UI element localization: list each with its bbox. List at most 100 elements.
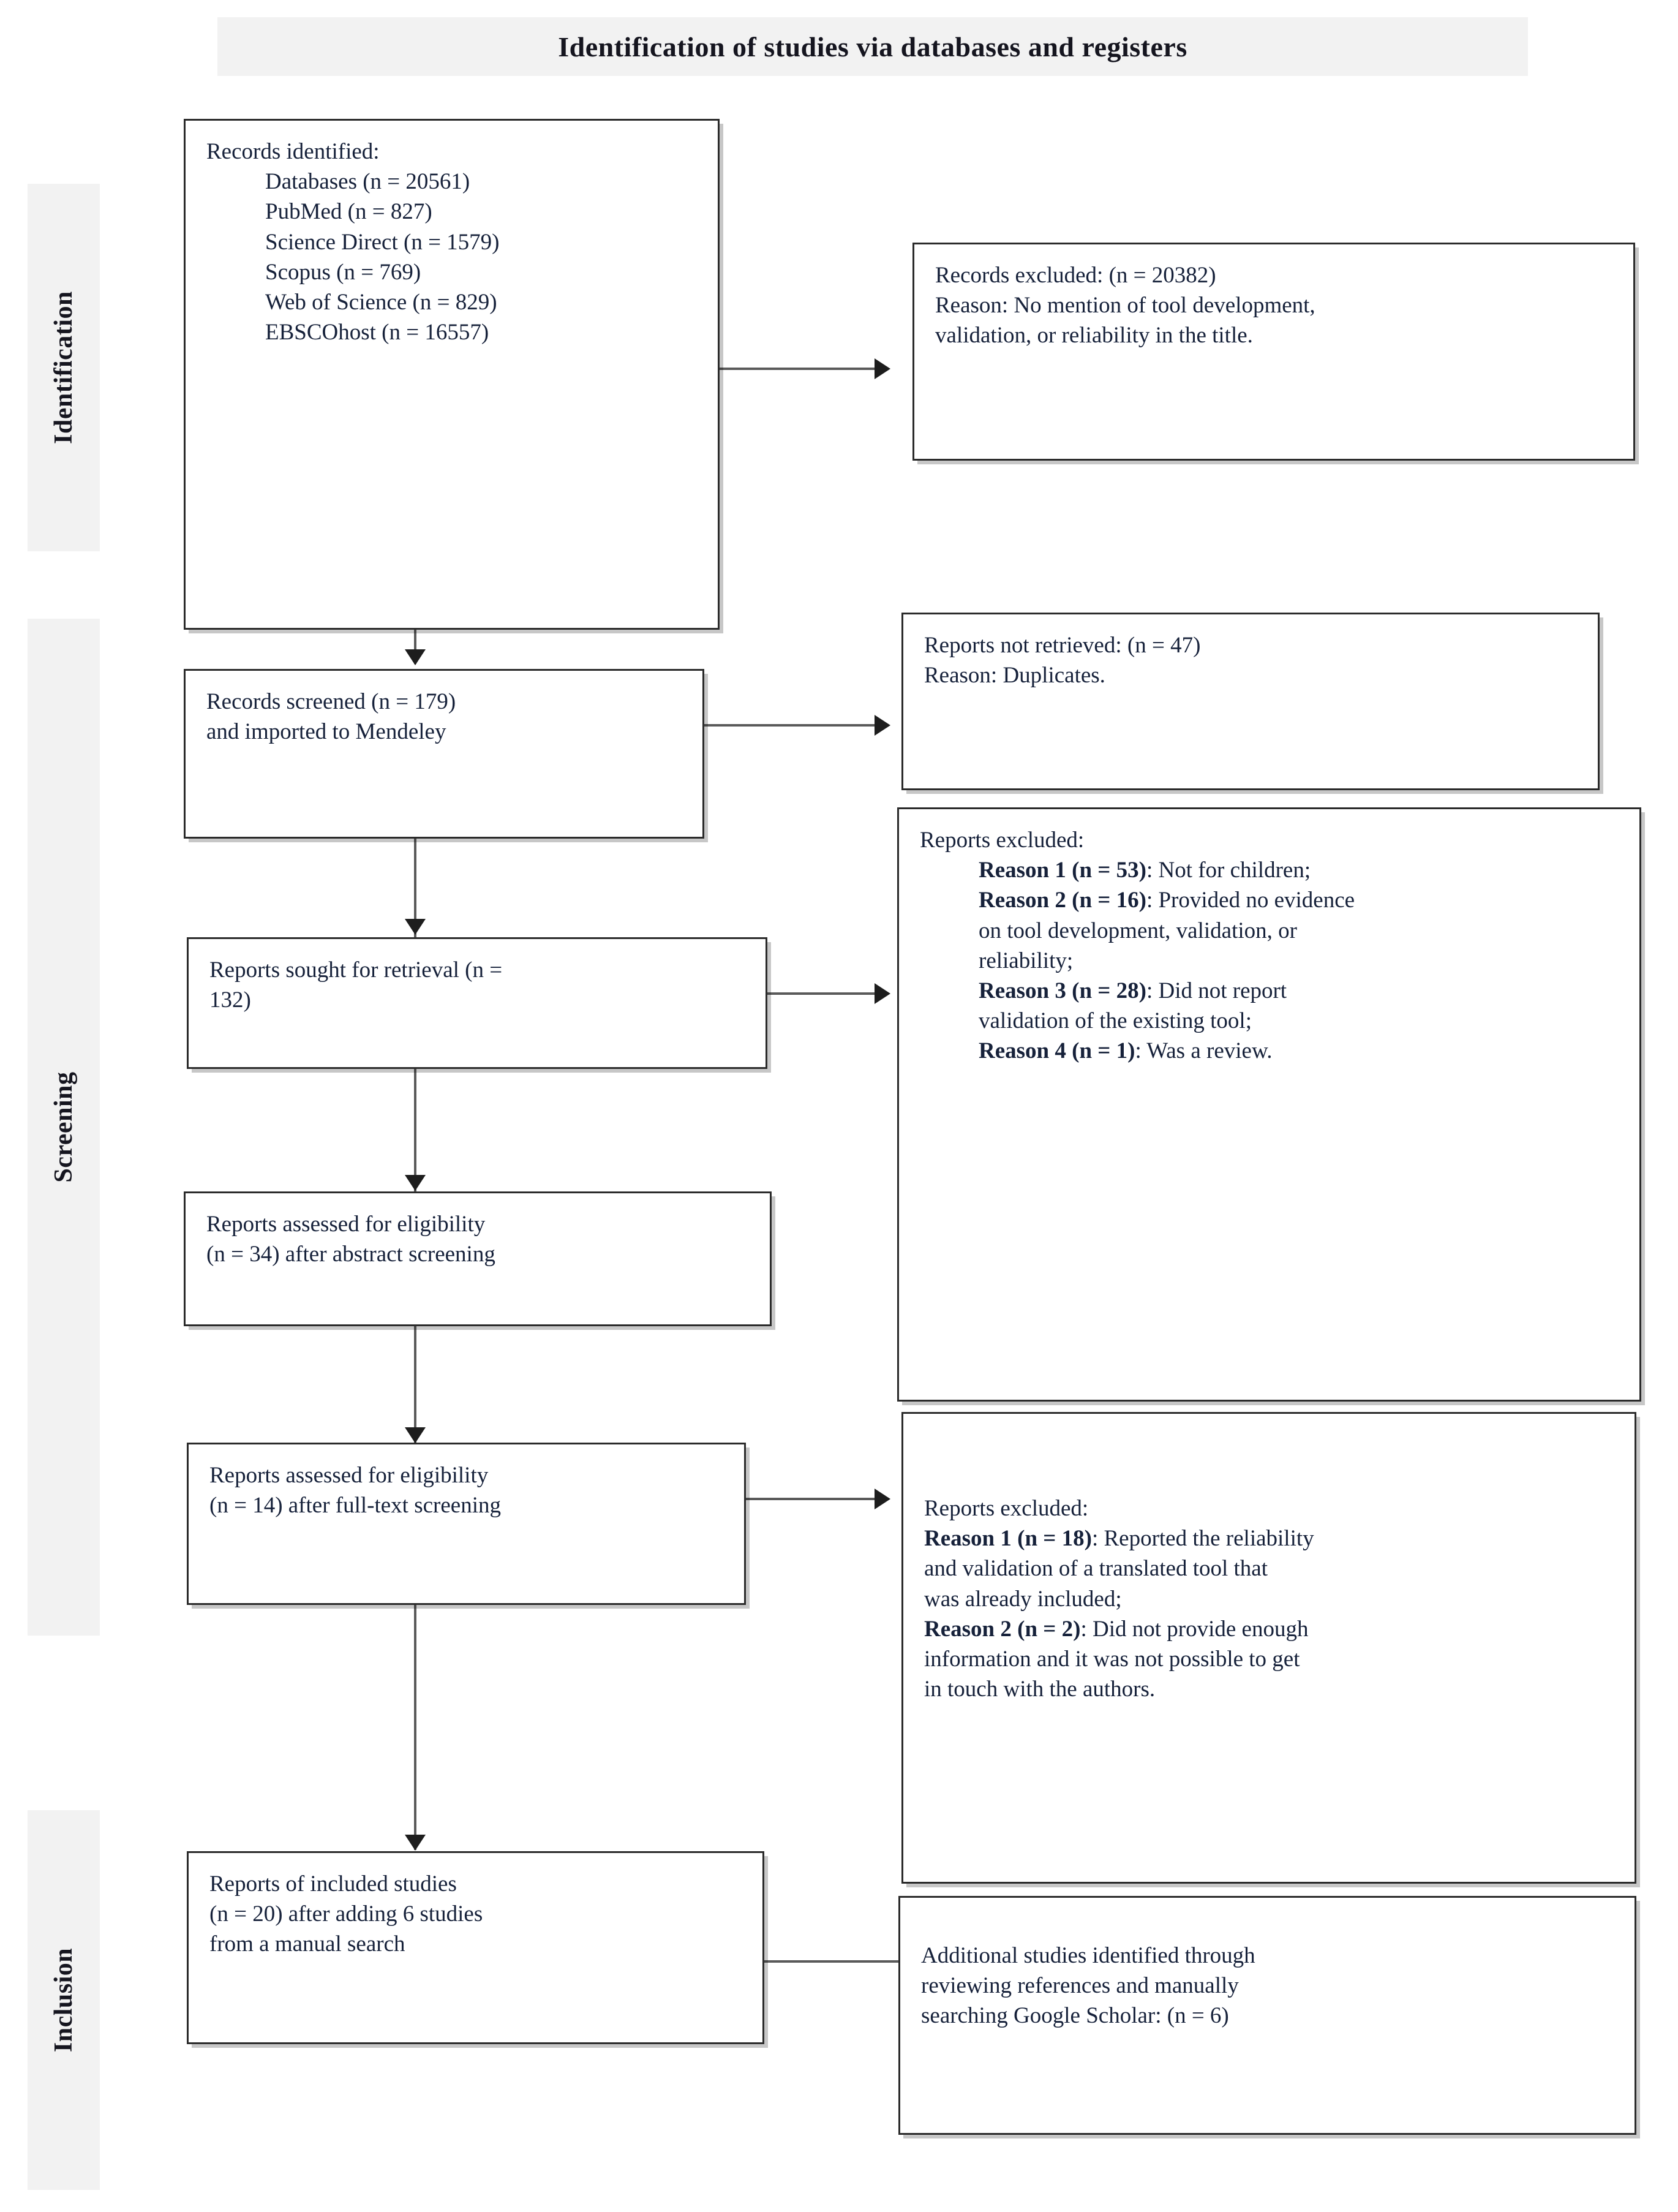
records-identified-text: Records identified: Databases (n = 20561…	[206, 137, 705, 347]
box-reports-assessed-abstract[interactable]: Reports assessed for eligibility (n = 34…	[184, 1191, 772, 1326]
box-reports-not-retrieved[interactable]: Reports not retrieved: (n = 47) Reason: …	[901, 613, 1600, 790]
line-bold: Reason 1 (n = 18)	[924, 1526, 1092, 1552]
line: EBSCOhost (n = 16557)	[265, 320, 489, 345]
line: validation of the existing tool;	[979, 1008, 1252, 1034]
line: Science Direct (n = 1579)	[265, 229, 500, 255]
reports-included-text: Reports of included studies (n = 20) aft…	[209, 1869, 750, 1960]
line: information and it was not possible to g…	[924, 1647, 1300, 1672]
line: and imported to Mendeley	[206, 719, 446, 745]
diagram-title-banner: Identification of studies via databases …	[217, 17, 1528, 76]
arrow-to-reports-assessed-fulltext	[405, 1427, 426, 1443]
line: Reports sought for retrieval (n =	[209, 957, 503, 983]
line: Reason 1 (n = 53): Not for children;	[920, 855, 1627, 885]
additional-studies-text: Additional studies identified through re…	[921, 1941, 1622, 2031]
line: Databases (n = 20561)	[265, 169, 470, 195]
arrow-to-reports-excluded-screening	[875, 983, 890, 1004]
line: 132)	[209, 987, 251, 1013]
arrow-to-reports-excluded-fulltext	[875, 1489, 890, 1509]
stage-label-screening: Screening	[50, 1071, 78, 1183]
line-rest: : Reported the reliability	[1091, 1526, 1314, 1552]
line: Web of Science (n = 829)	[265, 290, 497, 315]
line: Reason 3 (n = 28): Did not report	[920, 976, 1627, 1006]
line-rest: : Not for children;	[1146, 858, 1311, 883]
line: Reports not retrieved: (n = 47)	[924, 633, 1201, 658]
box-records-excluded[interactable]: Records excluded: (n = 20382) Reason: No…	[912, 243, 1635, 461]
line: Reports assessed for eligibility	[206, 1212, 486, 1237]
stage-band-identification: Identification	[28, 184, 100, 551]
connector-additional-to-included	[764, 1960, 899, 1963]
line: (n = 20) after adding 6 studies	[209, 1901, 483, 1927]
stage-band-inclusion: Inclusion	[28, 1810, 100, 2190]
line: PubMed (n = 827)	[265, 199, 432, 225]
box-reports-included[interactable]: Reports of included studies (n = 20) aft…	[187, 1851, 764, 2044]
line: Records identified:	[206, 139, 380, 164]
diagram-title: Identification of studies via databases …	[558, 31, 1187, 62]
line-bold: Reason 4 (n = 1)	[979, 1038, 1135, 1064]
line: Reason: Duplicates.	[924, 663, 1105, 689]
line: was already included;	[924, 1586, 1122, 1612]
reports-excluded-screening-text: Reports excluded: Reason 1 (n = 53): Not…	[920, 825, 1627, 1066]
box-reports-sought[interactable]: Reports sought for retrieval (n = 132)	[187, 937, 767, 1069]
line: Scopus (n = 769)	[265, 259, 421, 285]
line: and validation of a translated tool that	[924, 1556, 1268, 1582]
line: on tool development, validation, or	[979, 918, 1297, 943]
line: Reason 4 (n = 1): Was a review.	[920, 1036, 1627, 1066]
line: searching Google Scholar: (n = 6)	[921, 2003, 1229, 2029]
box-reports-excluded-screening[interactable]: Reports excluded: Reason 1 (n = 53): Not…	[897, 807, 1641, 1402]
line: from a manual search	[209, 1931, 405, 1957]
arrow-to-records-excluded	[875, 358, 890, 379]
connector-sought-to-excluded-screening	[767, 992, 876, 995]
reports-assessed-abstract-text: Reports assessed for eligibility (n = 34…	[206, 1209, 758, 1269]
stage-band-screening: Screening	[28, 619, 100, 1636]
line-bold: Reason 3 (n = 28)	[979, 978, 1146, 1004]
arrow-to-reports-sought	[405, 919, 426, 935]
stage-label-inclusion: Inclusion	[50, 1947, 78, 2053]
connector-abstract-to-fulltext	[414, 1326, 416, 1443]
line: in touch with the authors.	[924, 1677, 1156, 1702]
line: Reports of included studies	[209, 1871, 457, 1897]
stage-label-identification: Identification	[50, 291, 78, 444]
line: Reports assessed for eligibility	[209, 1463, 489, 1488]
line: (n = 34) after abstract screening	[206, 1242, 495, 1267]
line-rest: : Did not report	[1146, 978, 1287, 1004]
line: validation, or reliability in the title.	[935, 323, 1253, 349]
line: Reports excluded:	[924, 1496, 1089, 1521]
connector-sought-to-assessed-abstract	[414, 1069, 416, 1191]
arrow-to-reports-not-retrieved	[875, 715, 890, 736]
connector-fulltext-to-included	[414, 1605, 416, 1850]
line: Reason 2 (n = 16): Provided no evidence	[920, 885, 1627, 915]
line: Additional studies identified through	[921, 1943, 1255, 1968]
line-rest: : Did not provide enough	[1080, 1616, 1309, 1642]
connector-screened-to-sought	[414, 836, 416, 937]
box-additional-studies[interactable]: Additional studies identified through re…	[898, 1896, 1636, 2135]
box-records-screened[interactable]: Records screened (n = 179) and imported …	[184, 669, 704, 839]
line-rest: : Provided no evidence	[1146, 888, 1355, 913]
connector-fulltext-to-excluded-fulltext	[746, 1498, 876, 1500]
box-reports-excluded-fulltext[interactable]: Reports excluded: Reason 1 (n = 18): Rep…	[901, 1412, 1636, 1884]
line: Records excluded: (n = 20382)	[935, 263, 1216, 288]
arrow-to-reports-assessed-abstract	[405, 1175, 426, 1191]
line: (n = 14) after full-text screening	[209, 1493, 501, 1519]
reports-excluded-fulltext-text: Reports excluded: Reason 1 (n = 18): Rep…	[924, 1493, 1622, 1704]
line: Reason 1 (n = 18): Reported the reliabil…	[924, 1523, 1622, 1553]
line: Reason 2 (n = 2): Did not provide enough	[924, 1614, 1622, 1644]
connector-identified-to-excluded	[720, 368, 876, 370]
line: reliability;	[979, 948, 1074, 973]
connector-identified-to-screened	[414, 630, 416, 664]
line-bold: Reason 2 (n = 16)	[979, 888, 1146, 913]
connector-screened-to-not-retrieved	[704, 724, 876, 727]
line-rest: : Was a review.	[1135, 1038, 1273, 1064]
line-bold: Reason 2 (n = 2)	[924, 1616, 1081, 1642]
reports-not-retrieved-text: Reports not retrieved: (n = 47) Reason: …	[924, 630, 1586, 690]
line: reviewing references and manually	[921, 1973, 1239, 1999]
arrow-to-records-screened	[405, 649, 426, 665]
records-excluded-text: Records excluded: (n = 20382) Reason: No…	[935, 260, 1621, 351]
line-bold: Reason 1 (n = 53)	[979, 858, 1146, 883]
line: Reports excluded:	[920, 828, 1085, 853]
box-records-identified[interactable]: Records identified: Databases (n = 20561…	[184, 119, 720, 630]
line: Records screened (n = 179)	[206, 689, 456, 714]
box-reports-assessed-fulltext[interactable]: Reports assessed for eligibility (n = 14…	[187, 1443, 746, 1605]
reports-sought-text: Reports sought for retrieval (n = 132)	[209, 955, 753, 1015]
line: Reason: No mention of tool development,	[935, 293, 1315, 319]
